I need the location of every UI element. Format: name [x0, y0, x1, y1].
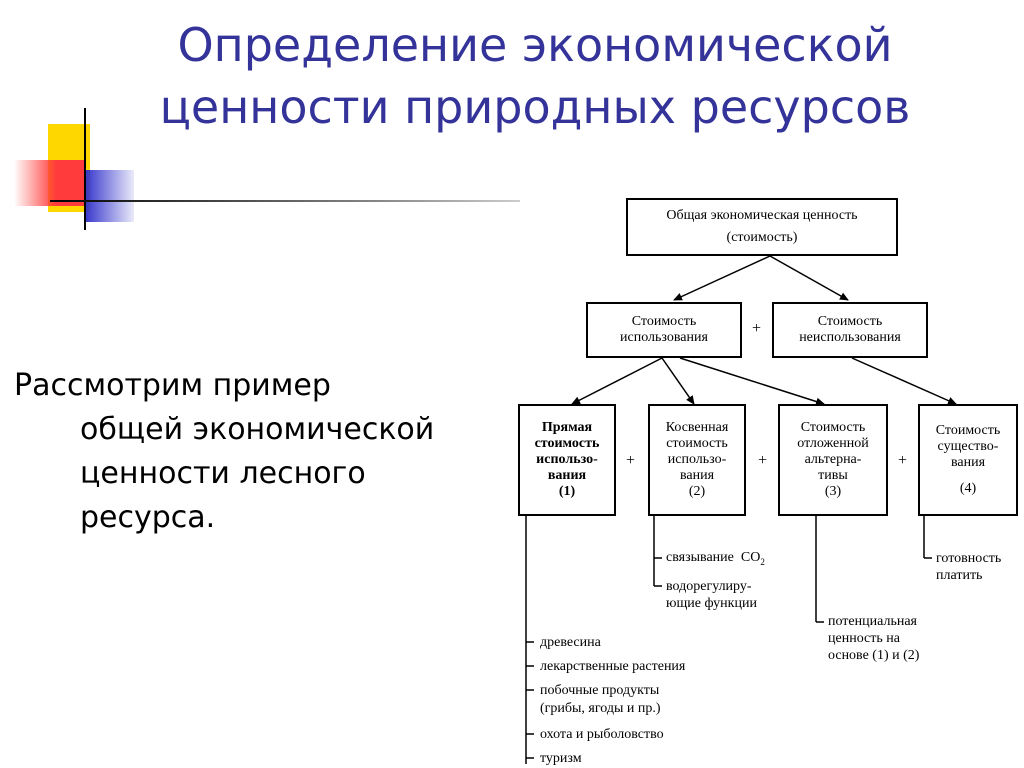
decor-blue-square	[84, 170, 134, 222]
arrow-use-to-direct	[571, 357, 663, 405]
box-option-value: Стоимость отложенной альтерна- тивы (3)	[778, 404, 888, 516]
direct-item-by-products: побочные продукты	[540, 683, 660, 698]
body-line-4: ресурса.	[80, 500, 216, 535]
indirect-item-water: водорегулиру- ющие функции	[666, 579, 757, 611]
arrow-use-to-indirect	[661, 357, 695, 405]
direct-item-timber: древесина	[540, 635, 601, 650]
decor-vertical-line	[84, 108, 86, 230]
arrow-root-to-nonuse	[769, 255, 849, 301]
arrow-root-to-use	[673, 255, 771, 301]
option-item-potential: потенциальная ценность на основе (1) и (…	[828, 614, 920, 663]
arrow-use-to-option	[679, 357, 825, 406]
decor-red-square	[14, 160, 84, 206]
title-line-2: ценности природных ресурсов	[159, 80, 911, 134]
box-existence-value: Стоимость существо- вания (4)	[918, 404, 1018, 516]
indirect-item-co2: связывание CO2	[666, 550, 765, 567]
direct-item-medicinal-plants: лекарственные растения	[540, 659, 686, 674]
body-line-2: общей экономической	[80, 412, 435, 447]
body-line-1: Рассмотрим пример	[14, 368, 331, 403]
direct-item-hunting-fishing: охота и рыболовство	[540, 727, 664, 742]
body-line-3: ценности лесного	[80, 456, 366, 491]
box-use-value: Стоимость использования	[586, 302, 742, 358]
box-non-use-value: Стоимость неиспользования	[772, 302, 928, 358]
plus-sign-4: +	[898, 452, 908, 469]
box-direct-use-value: Прямая стоимость использо- вания (1)	[518, 404, 616, 516]
arrow-nonuse-to-existence	[851, 357, 957, 405]
plus-sign-1: +	[752, 320, 762, 337]
body-text: Рассмотрим пример общей экономической це…	[14, 364, 504, 540]
plus-sign-3: +	[758, 452, 768, 469]
box-indirect-use-value: Косвенная стоимость использо- вания (2)	[648, 404, 746, 516]
plus-sign-2: +	[626, 452, 636, 469]
existence-item-willingness: готовность платить	[936, 551, 1002, 583]
decor-horizontal-line	[50, 200, 520, 202]
page-title: Определение экономической ценности приро…	[60, 14, 1010, 138]
direct-item-by-products-detail: (грибы, ягоды и пр.)	[540, 701, 661, 716]
box-total-economic-value: Общая экономическая ценность (стоимость)	[626, 198, 898, 256]
direct-item-tourism: туризм	[540, 751, 582, 766]
title-line-1: Определение экономической	[177, 18, 893, 72]
